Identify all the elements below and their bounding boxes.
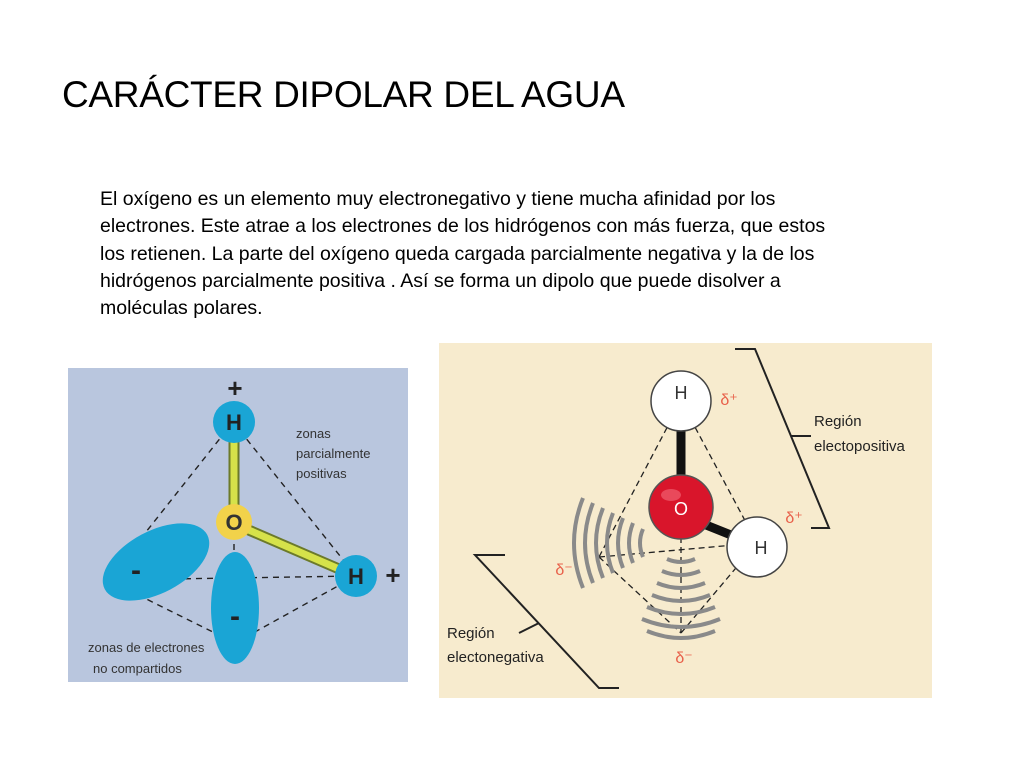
oxygen-label: O: [674, 499, 688, 519]
plus-sign-right: +: [385, 560, 400, 590]
minus-sign-left: -: [131, 554, 141, 587]
bracket-negative-tick: [518, 622, 540, 634]
water-dipole-regions-diagram: O H H δ⁺ δ⁺ δ⁻ δ⁻ Región electopositiva …: [439, 343, 932, 698]
hydrogen-atom-right: [335, 555, 377, 597]
paragraph-line: El oxígeno es un elemento muy electroneg…: [100, 188, 776, 210]
delta-minus-bottom: δ⁻: [675, 650, 692, 667]
hydrogen-atom-right: [726, 516, 788, 578]
lone-pair-zones-label: zonas de electrones no compartidos: [88, 640, 208, 676]
hydrogen-atom-top: [213, 401, 255, 443]
oxygen-label: O: [225, 510, 242, 535]
lone-pair-lobe-bottom: [211, 552, 259, 664]
hydrogen-label-top: H: [226, 410, 242, 435]
hydrogen-label-top: H: [675, 383, 688, 403]
water-tetrahedron-diagram: O H H + + - - zonas parcialmente positiv…: [68, 368, 408, 682]
paragraph-line: electrones. Este atrae a los electrones …: [100, 215, 826, 238]
electronegative-region-label: Región electonegativa: [447, 625, 544, 666]
bracket-negative: [472, 554, 619, 689]
minus-sign-bottom: -: [230, 600, 240, 633]
bond-right: [242, 524, 348, 576]
electron-cloud-waves-bottom: [641, 557, 721, 640]
hydrogen-label-right: H: [755, 538, 768, 558]
positive-zones-label: zonas parcialmente positivas: [296, 426, 374, 481]
delta-minus-left: δ⁻: [555, 562, 572, 579]
plus-sign-top: +: [227, 373, 242, 403]
lone-pair-lobe-left: [102, 523, 210, 601]
oxygen-highlight: [661, 489, 681, 501]
bracket-positive: [735, 348, 831, 529]
paragraph-line: hidrógenos parcialmente positiva . Así s…: [100, 269, 781, 292]
body-paragraph: El oxígeno es un elemento muy electroneg…: [100, 186, 960, 322]
electron-cloud-waves-left: [572, 497, 645, 589]
delta-plus-top: δ⁺: [720, 392, 737, 409]
oxygen-atom: [216, 504, 252, 540]
paragraph-line: los retienen. La parte del oxígeno queda…: [100, 242, 815, 265]
electropositive-region-label: Región electopositiva: [814, 413, 906, 455]
delta-plus-right: δ⁺: [785, 510, 802, 527]
slide-title: CARÁCTER DIPOLAR DEL AGUA: [62, 74, 625, 115]
hydrogen-atom-top: [650, 370, 712, 432]
paragraph-line: moléculas polares.: [100, 297, 263, 320]
hydrogen-label-right: H: [348, 564, 364, 589]
